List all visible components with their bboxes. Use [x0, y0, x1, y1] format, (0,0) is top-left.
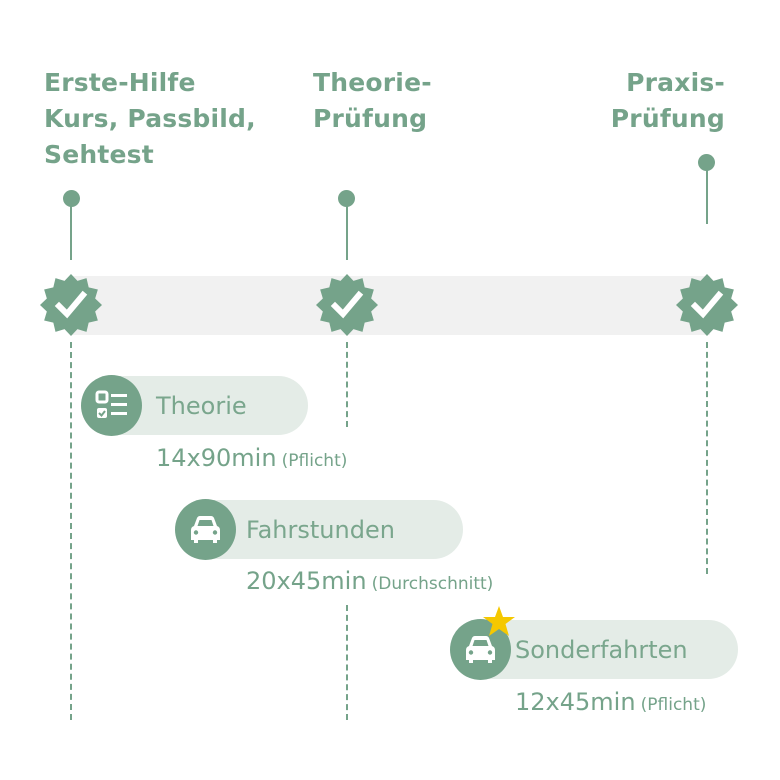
pin-stem [346, 200, 348, 260]
pin-dot [698, 154, 715, 171]
pin-stem [70, 200, 72, 260]
timeline-guide-line [706, 342, 708, 574]
timeline-guide-line [70, 342, 72, 720]
duration-value: 12x45min [515, 688, 636, 716]
checklist-icon [95, 390, 127, 418]
duration-note: (Durchschnitt) [371, 574, 494, 594]
check-badge-icon [40, 274, 102, 336]
car-icon [466, 636, 495, 663]
phase-label-sonderfahrten: Sonderfahrten [515, 636, 688, 664]
pin-stem [706, 164, 708, 224]
star-icon [483, 606, 515, 636]
milestone-title-praxis-pruefung: Praxis- Prüfung [610, 68, 725, 133]
phase-icon-circle [175, 499, 236, 560]
timeline-guide-line [346, 605, 348, 720]
phase-duration-fahrstunden: 20x45min (Durchschnitt) [246, 567, 493, 595]
pin-dot [338, 190, 355, 207]
phase-icon-circle [81, 375, 142, 436]
timeline-track [72, 276, 710, 335]
duration-value: 20x45min [246, 567, 367, 595]
phase-duration-sonderfahrten: 12x45min (Pflicht) [515, 688, 706, 716]
duration-note: (Pflicht) [281, 451, 348, 471]
duration-note: (Pflicht) [640, 695, 707, 715]
phase-label-fahrstunden: Fahrstunden [246, 516, 395, 544]
phase-duration-theorie: 14x90min (Pflicht) [156, 444, 347, 472]
check-badge-icon [316, 274, 378, 336]
milestone-title-erste-hilfe: Erste-Hilfe Kurs, Passbild, Sehtest [44, 68, 256, 169]
duration-value: 14x90min [156, 444, 277, 472]
timeline-guide-line [346, 342, 348, 427]
milestone-title-theorie-pruefung: Theorie- Prüfung [313, 68, 432, 133]
pin-dot [63, 190, 80, 207]
phase-label-theorie: Theorie [156, 392, 247, 420]
car-icon [191, 516, 220, 543]
check-badge-icon [676, 274, 738, 336]
